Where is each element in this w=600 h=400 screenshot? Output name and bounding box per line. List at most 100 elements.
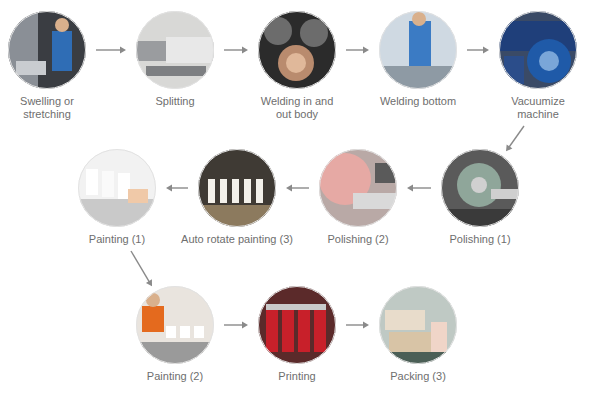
- photo-shape: [409, 21, 431, 71]
- arrow-head: [363, 47, 369, 54]
- photo-shape: [128, 189, 148, 203]
- arrow-head: [166, 185, 172, 192]
- photo-rim: [442, 150, 519, 227]
- photo-content: [258, 286, 336, 364]
- photo-shape: [300, 19, 328, 47]
- photo-rim: [380, 12, 457, 89]
- flow-arrow: [346, 322, 369, 329]
- photo-shape: [491, 189, 519, 199]
- photo-content: [136, 286, 214, 364]
- photo-shape: [282, 306, 294, 352]
- photo-shape: [166, 37, 214, 63]
- photo-content: [379, 286, 457, 364]
- photo-shape: [220, 179, 227, 203]
- process-photo: [198, 149, 276, 227]
- photo-content: [441, 149, 519, 227]
- step-label: Welding in and out body: [252, 95, 342, 121]
- photo-shape: [142, 306, 164, 332]
- photo-rim: [500, 12, 577, 89]
- process-step: Swelling or stretching: [8, 11, 86, 89]
- process-step: Polishing (1): [441, 149, 519, 227]
- photo-shape: [52, 31, 72, 71]
- photo-content: [8, 11, 86, 89]
- photo-shape: [198, 205, 276, 227]
- photo-shape: [385, 310, 425, 330]
- flow-arrow: [286, 185, 309, 192]
- photo-shape: [264, 17, 292, 45]
- photo-ground: [8, 11, 86, 89]
- photo-rim: [259, 12, 336, 89]
- process-step: Polishing (2): [319, 149, 397, 227]
- photo-ground: [499, 11, 577, 89]
- photo-shape: [286, 53, 306, 73]
- arrow-shaft: [224, 49, 243, 50]
- photo-shape: [539, 51, 559, 71]
- process-photo: [441, 149, 519, 227]
- photo-rim: [320, 150, 397, 227]
- flow-arrow: [224, 322, 248, 329]
- arrow-head: [146, 279, 152, 286]
- photo-content: [258, 11, 336, 89]
- process-photo: [379, 11, 457, 89]
- flow-arrow: [506, 126, 524, 151]
- photo-content: [379, 11, 457, 89]
- photo-content: [499, 11, 577, 89]
- photo-ground: [198, 149, 276, 227]
- arrow-head: [506, 144, 512, 151]
- step-label: Vacuumize machine: [498, 95, 578, 121]
- step-label: Polishing (2): [303, 233, 413, 246]
- photo-ground: [78, 149, 156, 227]
- photo-shape: [136, 342, 214, 364]
- process-step: Painting (2): [136, 286, 214, 364]
- step-label: Splitting: [135, 95, 215, 108]
- process-photo: [499, 11, 577, 89]
- photo-shape: [412, 12, 426, 26]
- photo-ground: [379, 11, 457, 89]
- photo-shape: [441, 209, 519, 227]
- process-photo: [319, 149, 397, 227]
- arrow-head: [286, 185, 292, 192]
- arrow-shaft: [131, 251, 149, 282]
- photo-rim: [137, 287, 214, 364]
- photo-rim: [380, 287, 457, 364]
- photo-shape: [16, 61, 46, 75]
- arrow-shaft: [509, 126, 524, 147]
- process-photo: [78, 149, 156, 227]
- photo-shape: [266, 304, 326, 310]
- arrow-head: [242, 47, 248, 54]
- photo-shape: [266, 308, 278, 352]
- photo-ground: [136, 11, 214, 89]
- step-label: Painting (2): [120, 370, 230, 383]
- step-label: Polishing (1): [425, 233, 535, 246]
- process-step: Printing: [258, 286, 336, 364]
- step-label: Swelling or stretching: [7, 95, 87, 121]
- photo-shape: [146, 293, 160, 307]
- photo-shape: [256, 179, 263, 203]
- photo-shape: [244, 179, 251, 203]
- process-photo: [8, 11, 86, 89]
- photo-shape: [379, 352, 457, 364]
- arrow-shaft: [224, 324, 243, 325]
- photo-shape: [55, 18, 69, 32]
- photo-shape: [78, 199, 156, 227]
- arrow-shaft: [346, 49, 364, 50]
- photo-ground: [441, 149, 519, 227]
- arrow-shaft: [346, 324, 364, 325]
- photo-rim: [259, 287, 336, 364]
- photo-ground: [319, 149, 397, 227]
- step-label: Painting (1): [62, 233, 172, 246]
- photo-shape: [527, 39, 571, 83]
- flow-arrow: [224, 47, 248, 54]
- step-label: Auto rotate painting (3): [167, 233, 307, 246]
- arrow-shaft: [467, 49, 484, 50]
- photo-shape: [375, 163, 395, 183]
- photo-shape: [208, 179, 215, 203]
- arrow-head: [407, 185, 413, 192]
- photo-ground: [258, 286, 336, 364]
- photo-shape: [457, 163, 501, 207]
- photo-ground: [379, 286, 457, 364]
- photo-content: [319, 149, 397, 227]
- photo-shape: [166, 326, 176, 338]
- process-step: Auto rotate painting (3): [198, 149, 276, 227]
